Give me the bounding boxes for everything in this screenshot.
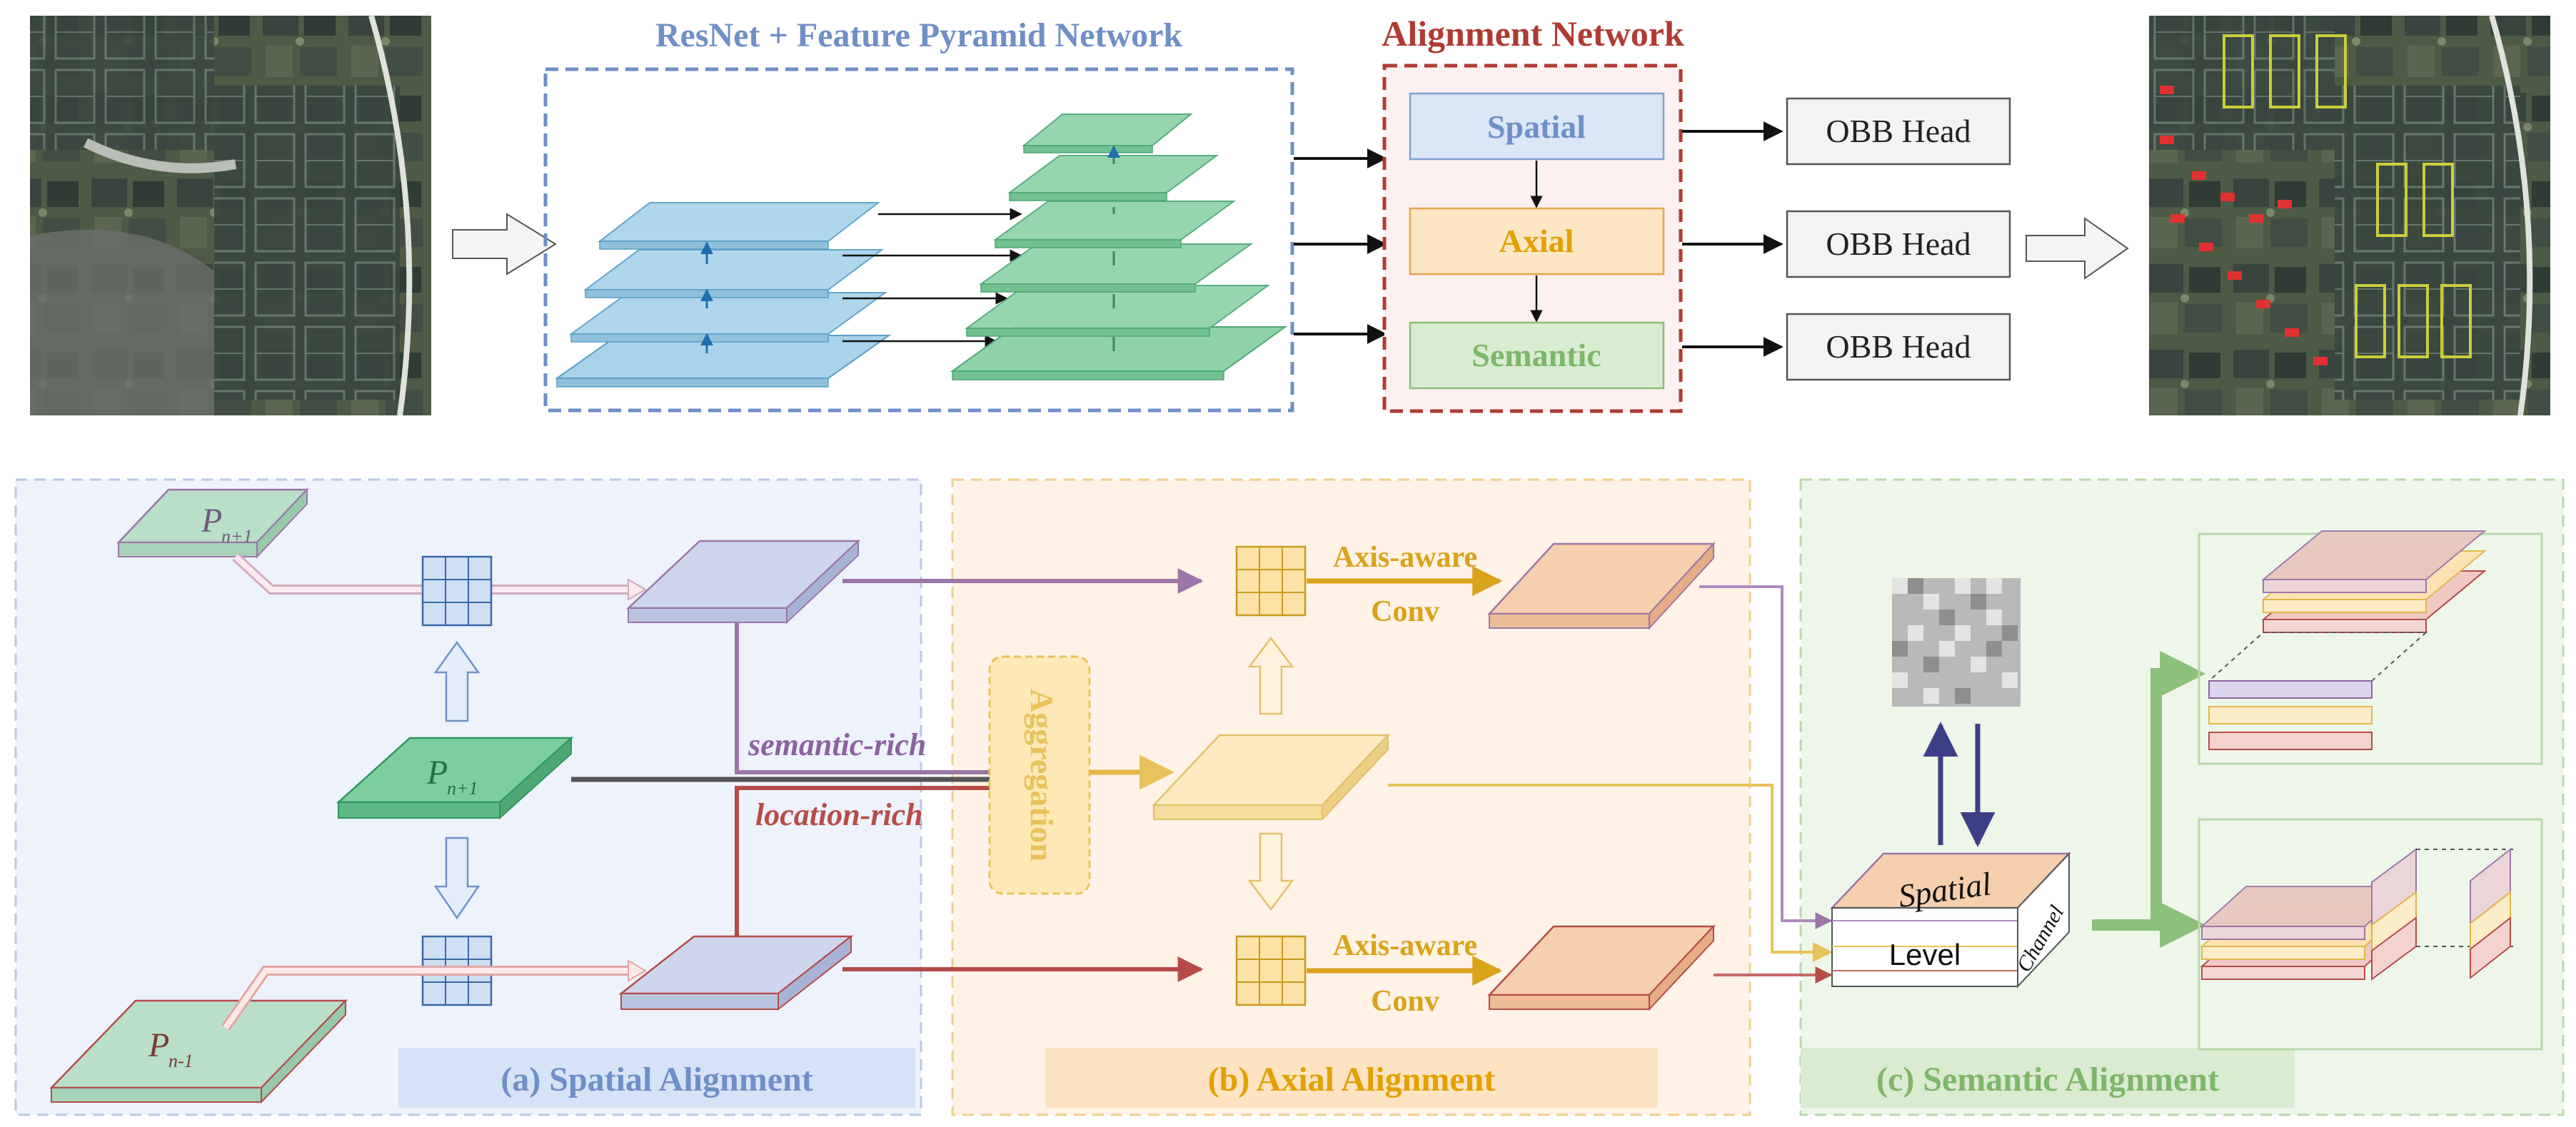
cube-level-label: Level <box>1889 938 1961 971</box>
svg-text:OBB Head: OBB Head <box>1826 328 1971 365</box>
deform-grid-top <box>421 555 493 627</box>
slab-p-bot: P n-1 <box>49 999 348 1104</box>
input-arrow <box>452 213 557 276</box>
yellow-up-arrow <box>1247 636 1294 715</box>
line-yellow-to-cube <box>1388 784 1833 962</box>
spatial-label: Spatial <box>1487 108 1586 145</box>
axial-out-slab-top <box>1487 542 1716 630</box>
aggregation-box: Aggregation <box>988 655 1091 895</box>
up-hollow-arrow <box>433 640 481 722</box>
spatial-box <box>1409 92 1665 161</box>
svg-text:P: P <box>426 754 448 792</box>
result-frame-bottom <box>2198 818 2543 1051</box>
axis-aware-label-bottom: Axis-aware <box>1333 929 1477 962</box>
svg-text:n+1: n+1 <box>447 778 478 799</box>
panel-a-caption: (a) Spatial Alignment <box>500 1061 812 1098</box>
spatial-level-channel-cube: Spatial Level Channel <box>1830 851 2071 989</box>
panel-b-caption: (b) Axial Alignment <box>1208 1061 1496 1098</box>
conv-label-top: Conv <box>1371 595 1439 628</box>
stacked-layers-top <box>2207 530 2487 750</box>
axial-out-slab-bottom <box>1487 924 1716 1011</box>
green-branch-up <box>2150 651 2206 928</box>
axial-grid-top <box>1235 545 1307 617</box>
axial-box <box>1409 207 1665 276</box>
output-arrow <box>2026 217 2129 280</box>
stacked-layers-bottom <box>2200 847 2513 981</box>
svg-text:OBB Head: OBB Head <box>1826 226 1971 262</box>
svg-text:P: P <box>148 1026 169 1064</box>
semantic-box <box>1409 321 1665 390</box>
slab-p-mid: P n+1 <box>336 736 574 820</box>
resnet-title: ResNet + Feature Pyramid Network <box>655 16 1183 54</box>
svg-text:OBB Head: OBB Head <box>1826 113 1971 149</box>
svg-text:Aggregation: Aggregation <box>1024 689 1060 861</box>
yellow-down-arrow <box>1247 832 1294 911</box>
axial-label: Axial <box>1499 223 1574 259</box>
svg-text:P: P <box>201 502 222 540</box>
axis-aware-label-top: Axis-aware <box>1333 541 1477 574</box>
semantic-rich-line <box>735 622 990 774</box>
line-purple-to-cube <box>1699 585 1833 929</box>
axial-grid-bottom <box>1235 935 1307 1006</box>
panel-c-caption-bg <box>1801 1048 2295 1108</box>
backbone-stack <box>554 202 892 388</box>
fpn-stack <box>950 113 1288 380</box>
alignment-title: Alignment Network <box>1382 14 1684 54</box>
panel-b-caption-bg <box>1045 1048 1658 1108</box>
semantic-label: Semantic <box>1471 337 1601 373</box>
conv-label-bottom: Conv <box>1371 985 1439 1018</box>
obb-head-3: OBB Head <box>1786 313 2011 381</box>
location-rich-label: location-rich <box>755 797 923 832</box>
panel-a-caption-bg <box>398 1048 915 1108</box>
down-hollow-arrow <box>433 837 481 920</box>
location-rich-line <box>735 786 990 936</box>
svg-text:n-1: n-1 <box>168 1051 193 1071</box>
output-detection-image <box>2149 14 2550 416</box>
resnet-fpn-box <box>543 67 1294 413</box>
slab-p-top: P n+1 <box>116 487 309 559</box>
panel-c-caption: (c) Semantic Alignment <box>1876 1061 2219 1098</box>
center-yellow-slab <box>1152 733 1390 822</box>
svg-text:n+1: n+1 <box>221 526 253 547</box>
obb-head-2: OBB Head <box>1786 210 2011 278</box>
aligned-slab-top <box>625 539 861 625</box>
attention-mosaic <box>1892 578 2021 707</box>
obb-head-1: OBB Head <box>1786 97 2011 166</box>
aligned-slab-bottom <box>618 934 854 1011</box>
input-aerial-image <box>30 14 431 416</box>
semantic-rich-label: semantic-rich <box>748 727 926 762</box>
